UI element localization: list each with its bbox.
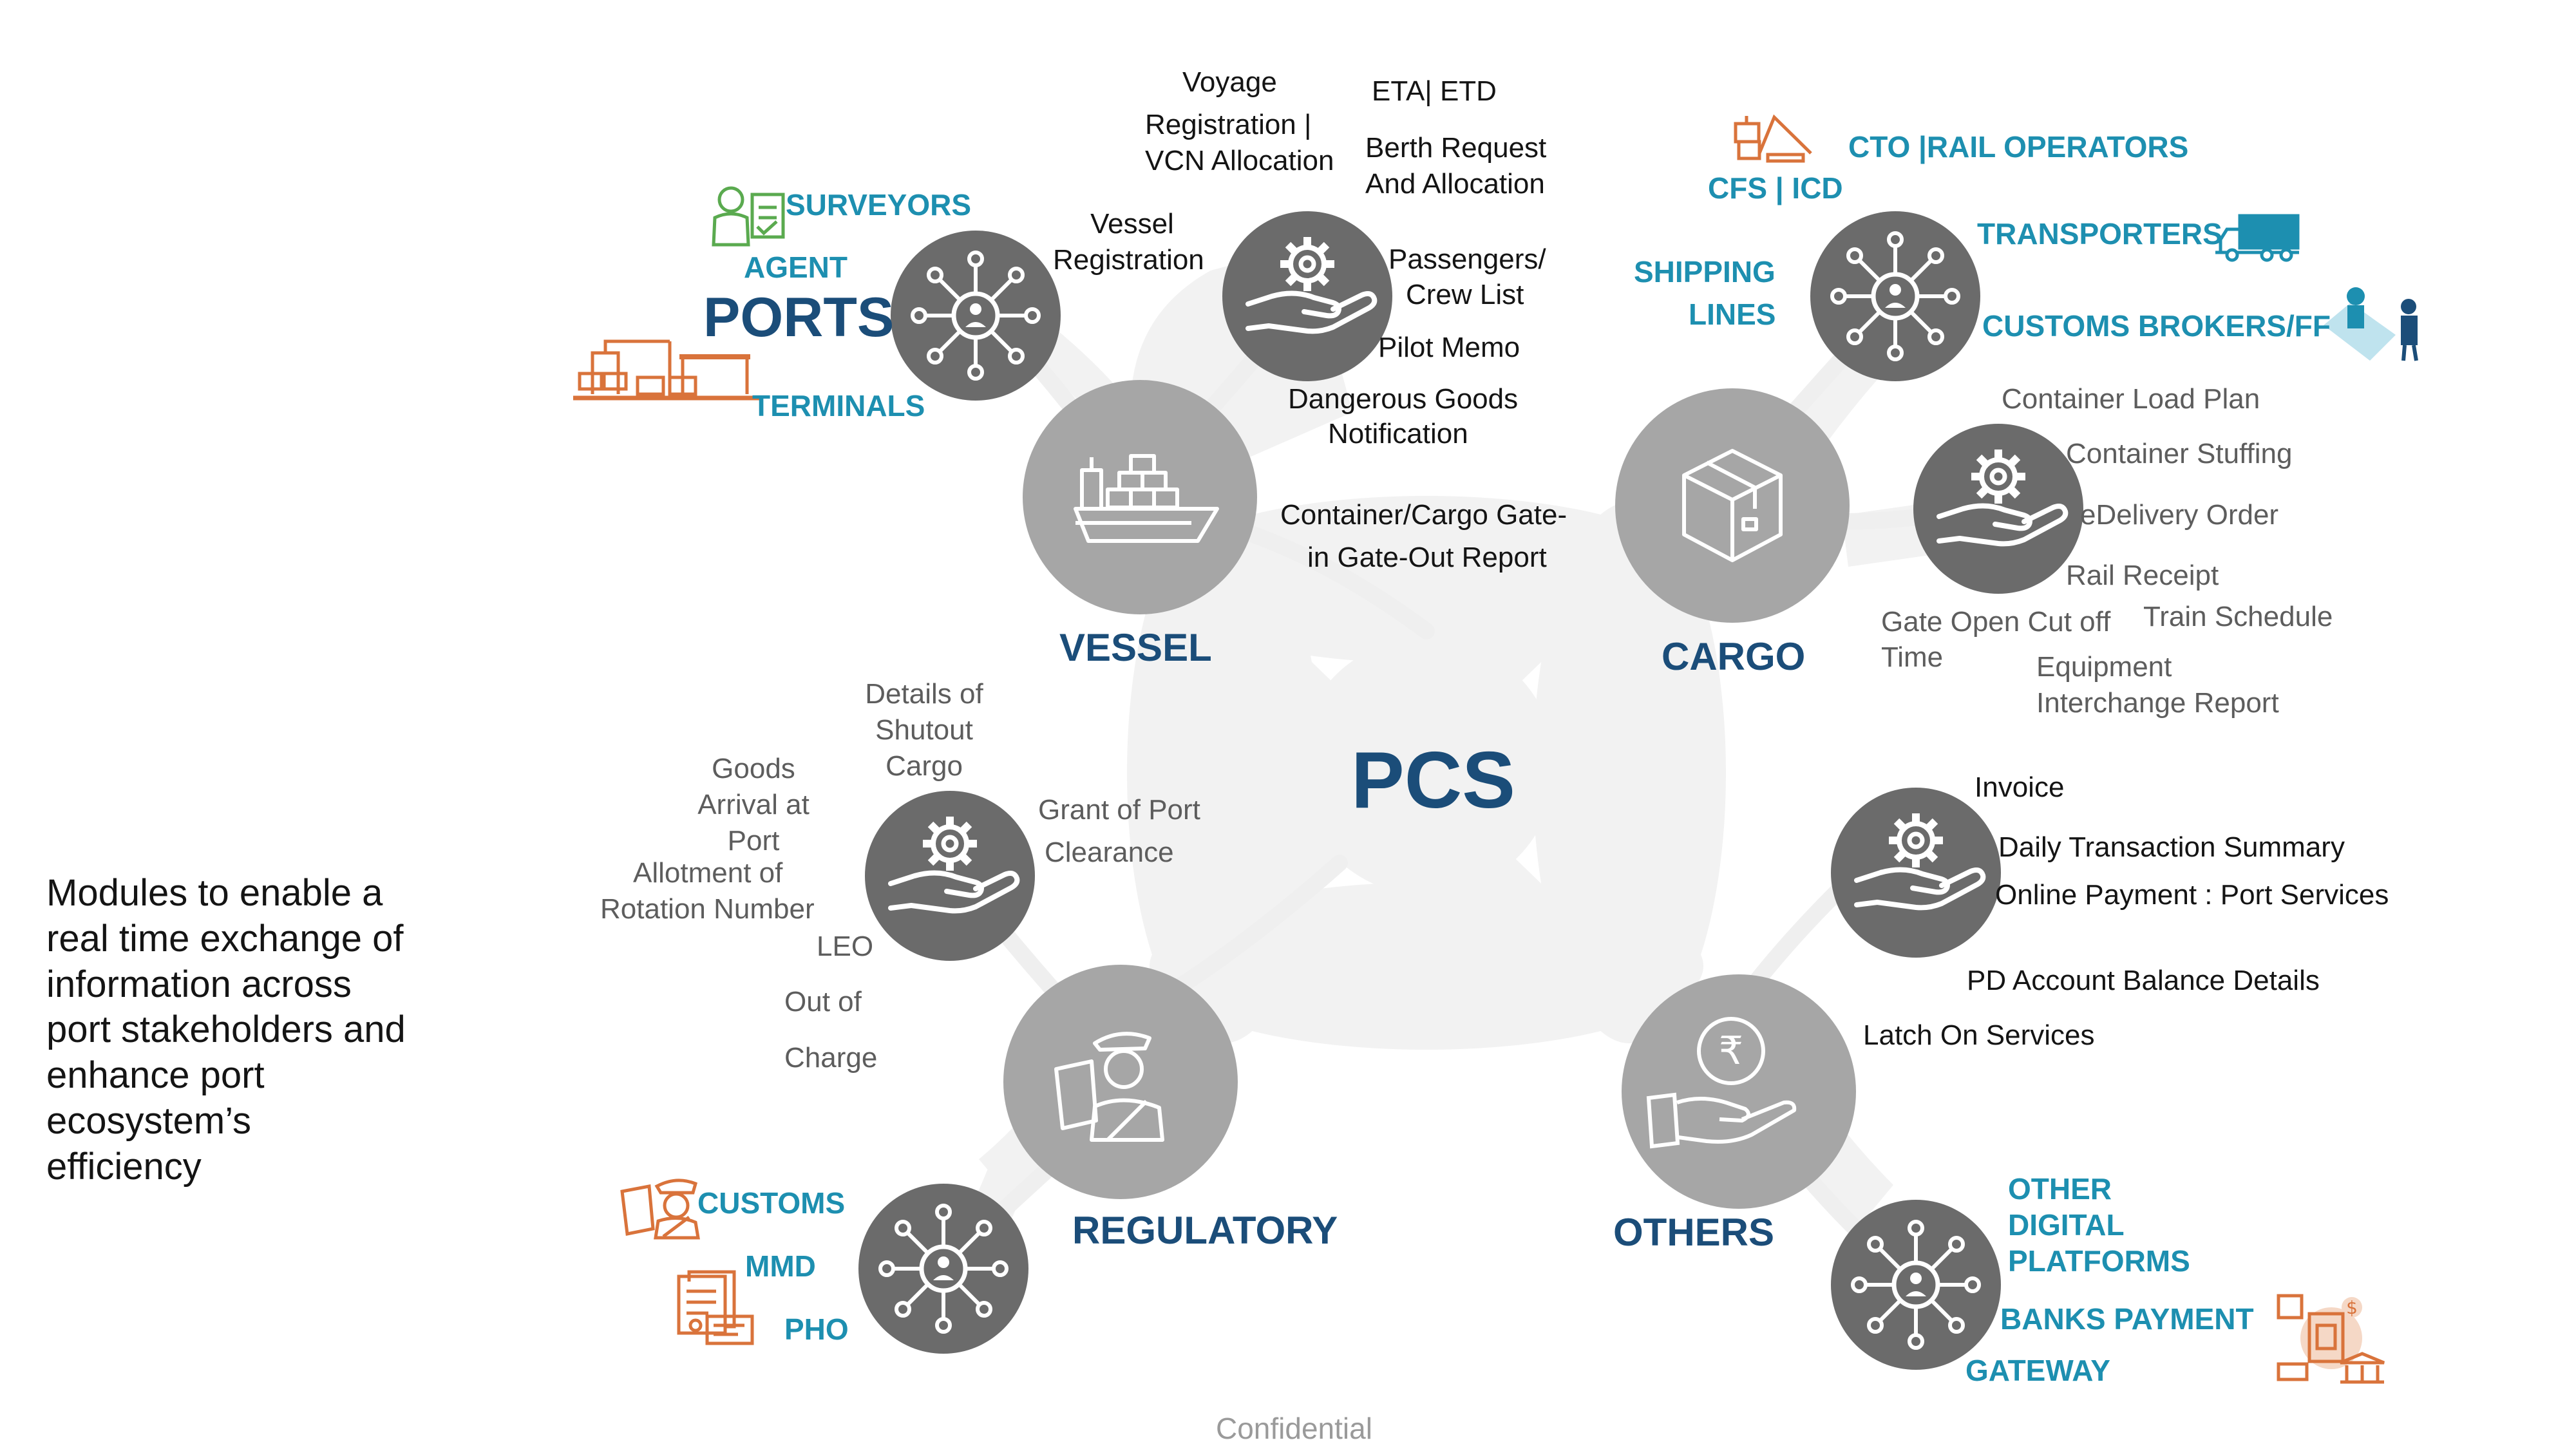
bank-payment-icon: $ bbox=[2277, 1294, 2385, 1384]
daily-transaction-label: Daily Transaction Summary bbox=[1998, 831, 2345, 863]
truck-icon bbox=[2215, 214, 2300, 262]
container-load-plan-label: Container Load Plan bbox=[2002, 383, 2260, 415]
cargo-services-node bbox=[1913, 424, 2083, 594]
gate-open-line2: Time bbox=[1881, 641, 1944, 673]
vessel-registration-line2: Registration bbox=[1053, 244, 1204, 276]
invoice-label: Invoice bbox=[1975, 772, 2065, 803]
container-stuffing-label: Container Stuffing bbox=[2066, 438, 2293, 469]
latch-on-label: Latch On Services bbox=[1863, 1019, 2095, 1051]
dangerous-goods-line2: Notification bbox=[1328, 418, 1468, 450]
transporters-label: TRANSPORTERS bbox=[1977, 217, 2222, 251]
others-services-node bbox=[1831, 788, 2001, 958]
shutout-cargo-line3: Cargo bbox=[886, 750, 963, 782]
rail-receipt-label: Rail Receipt bbox=[2066, 560, 2219, 591]
rupee-hand-icon: ₹ bbox=[1646, 1017, 1797, 1149]
svg-text:₹: ₹ bbox=[1719, 1028, 1743, 1074]
cargo-stakeholders-node bbox=[1810, 211, 1980, 381]
vessel-registration-line1: Vessel bbox=[1090, 208, 1174, 240]
others-label: OTHERS bbox=[1613, 1211, 1775, 1254]
other-digital-platforms-line3: PLATFORMS bbox=[2008, 1244, 2190, 1278]
edelivery-order-label: eDelivery Order bbox=[2080, 499, 2279, 531]
passengers-crew-line2: Crew List bbox=[1406, 279, 1524, 310]
berth-request-line2: And Allocation bbox=[1365, 168, 1545, 200]
others-circle bbox=[1622, 974, 1856, 1209]
crane-icon bbox=[1734, 114, 1812, 163]
vessel-circle bbox=[1023, 380, 1257, 614]
voyage-label: Voyage bbox=[1182, 66, 1277, 98]
officer-icon bbox=[1054, 1032, 1164, 1142]
regulatory-stakeholders-node bbox=[858, 1184, 1028, 1354]
terminal-icon bbox=[573, 339, 760, 401]
allotment-rotation-line1: Allotment of bbox=[633, 857, 783, 889]
pho-label: PHO bbox=[784, 1312, 849, 1346]
equipment-interchange-line1: Equipment bbox=[2036, 651, 2172, 683]
description-text: Modules to enable a real time exchange o… bbox=[46, 872, 406, 1188]
other-digital-platforms-line2: DIGITAL bbox=[2008, 1208, 2125, 1242]
allotment-rotation-line2: Rotation Number bbox=[600, 893, 815, 925]
customs-brokers-label: CUSTOMS BROKERS/FF bbox=[1982, 309, 2331, 343]
vessel-services-node bbox=[1222, 211, 1392, 381]
shutout-cargo-line2: Shutout bbox=[875, 714, 973, 746]
online-payment-label: Online Payment : Port Services bbox=[1995, 879, 2389, 911]
grant-port-clearance-line2: Clearance bbox=[1045, 837, 1174, 868]
regulatory-circle bbox=[1003, 965, 1238, 1199]
terminals-label: TERMINALS bbox=[752, 389, 925, 422]
gate-open-line1: Gate Open Cut off bbox=[1881, 606, 2111, 638]
charge-label: Charge bbox=[784, 1042, 878, 1074]
surveyors-icon bbox=[712, 186, 785, 247]
customs-broker-icon bbox=[2324, 287, 2418, 361]
regulatory-services-node bbox=[865, 791, 1035, 961]
shipping-lines-line1: SHIPPING bbox=[1634, 255, 1776, 289]
train-schedule-label: Train Schedule bbox=[2143, 601, 2333, 632]
surveyors-label: SURVEYORS bbox=[786, 188, 972, 222]
center-label: PCS bbox=[1351, 736, 1515, 825]
goods-arrival-line2: Arrival at bbox=[697, 789, 810, 820]
other-digital-platforms-line1: OTHER bbox=[2008, 1172, 2112, 1206]
pilot-memo-label: Pilot Memo bbox=[1378, 332, 1520, 363]
eta-etd-label: ETA| ETD bbox=[1372, 75, 1497, 107]
registration-vcn-line1: Registration | bbox=[1145, 109, 1312, 140]
vessel-label: VESSEL bbox=[1059, 626, 1212, 669]
grant-port-clearance-line1: Grant of Port bbox=[1038, 794, 1200, 826]
cfs-icd-label: CFS | ICD bbox=[1708, 171, 1843, 205]
agent-label: AGENT bbox=[744, 251, 848, 284]
dangerous-goods-line1: Dangerous Goods bbox=[1288, 383, 1519, 415]
passengers-crew-line1: Passengers/ bbox=[1388, 243, 1546, 275]
cargo-label: CARGO bbox=[1662, 635, 1806, 678]
mmd-label: MMD bbox=[745, 1249, 816, 1283]
out-of-label: Out of bbox=[784, 986, 862, 1018]
gate-report-line1: Container/Cargo Gate- bbox=[1280, 499, 1567, 531]
goods-arrival-line1: Goods bbox=[712, 753, 795, 784]
pd-account-label: PD Account Balance Details bbox=[1967, 965, 2320, 996]
footer-confidential: Confidential bbox=[1216, 1412, 1372, 1445]
svg-text:$: $ bbox=[2346, 1297, 2358, 1318]
registration-vcn-line2: VCN Allocation bbox=[1145, 145, 1334, 176]
customs-label: CUSTOMS bbox=[697, 1186, 846, 1220]
berth-request-line1: Berth Request bbox=[1365, 132, 1547, 164]
gateway-label: GATEWAY bbox=[1965, 1354, 2110, 1387]
others-stakeholders-node bbox=[1831, 1200, 2001, 1370]
regulatory-label: REGULATORY bbox=[1072, 1209, 1338, 1252]
goods-arrival-line3: Port bbox=[727, 825, 780, 857]
cto-rail-label: CTO |RAIL OPERATORS bbox=[1848, 130, 2189, 164]
banks-payment-label: BANKS PAYMENT bbox=[2000, 1302, 2254, 1336]
documents-icon bbox=[677, 1270, 754, 1345]
shipping-lines-line2: LINES bbox=[1689, 298, 1776, 331]
customs-icon bbox=[620, 1179, 700, 1240]
leo-label: LEO bbox=[817, 931, 874, 962]
ports-label: PORTS bbox=[703, 287, 895, 348]
ports-network-node bbox=[891, 231, 1061, 401]
box-icon bbox=[1682, 449, 1783, 562]
gate-report-line2: in Gate-Out Report bbox=[1307, 542, 1547, 573]
ship-icon bbox=[1074, 454, 1219, 543]
equipment-interchange-line2: Interchange Report bbox=[2036, 687, 2279, 719]
shutout-cargo-line1: Details of bbox=[865, 678, 983, 710]
